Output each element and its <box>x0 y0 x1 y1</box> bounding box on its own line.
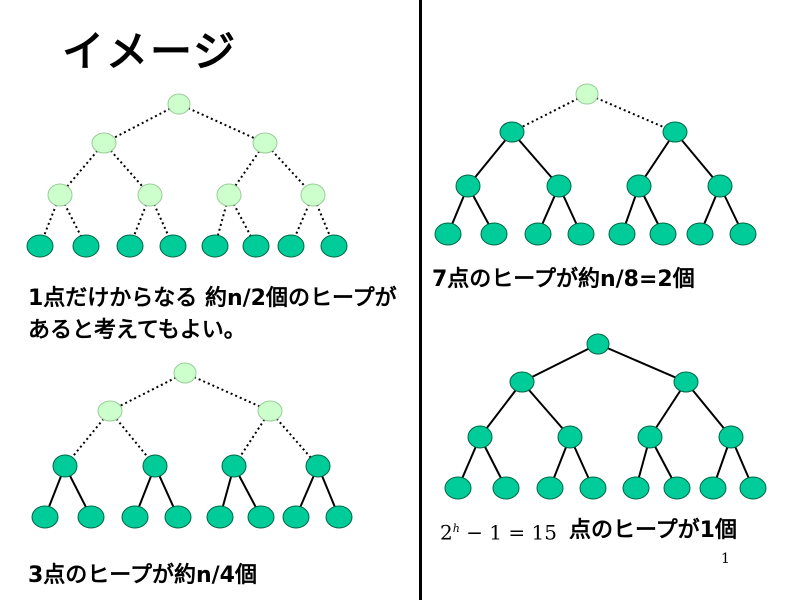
pending-node <box>173 362 197 384</box>
pending-node <box>167 93 191 115</box>
heap-node <box>77 505 105 529</box>
heap-node <box>164 505 192 529</box>
tree-7-point-heaps <box>434 83 757 246</box>
heap-edge <box>521 343 599 383</box>
heap-node <box>546 174 572 198</box>
heap-node <box>663 476 691 500</box>
heap-node <box>707 174 733 198</box>
vertical-divider <box>419 0 422 600</box>
heap-node <box>492 476 520 500</box>
pending-node <box>97 400 123 422</box>
pending-node <box>575 83 599 105</box>
heap-node <box>72 234 100 258</box>
heap-node <box>557 425 583 449</box>
heap-node <box>649 222 677 246</box>
caption-fifteen-text: 点のヒープが1個 <box>568 517 737 543</box>
heap-node <box>509 371 535 393</box>
heap-edge <box>511 131 560 187</box>
heap-node <box>434 222 462 246</box>
pending-node <box>91 132 117 154</box>
heap-node <box>455 174 481 198</box>
heap-node <box>221 454 247 478</box>
heap-node <box>686 222 714 246</box>
heap-node <box>467 425 493 449</box>
caption-three-point-heaps: 3点のヒープが約n/4個 <box>28 563 257 588</box>
pending-edge <box>214 194 230 247</box>
heap-node <box>201 234 229 258</box>
caption-fifteen-point-heap: 2h − 1 = 15 点のヒープが1個 <box>440 513 737 549</box>
heap-node <box>444 476 472 500</box>
heap-node <box>116 234 144 258</box>
heap-node <box>305 454 331 478</box>
heap-node <box>729 222 757 246</box>
heap-node <box>699 476 727 500</box>
pending-edge <box>64 410 111 467</box>
heap-node <box>524 222 552 246</box>
heap-node <box>242 234 270 258</box>
heap-node <box>325 505 353 529</box>
pending-node <box>216 183 242 207</box>
pending-node <box>300 183 326 207</box>
heap-node <box>159 234 187 258</box>
heap-node <box>718 425 744 449</box>
heap-node <box>586 333 610 355</box>
tree-15-point-heap <box>444 333 767 500</box>
pending-edge <box>109 410 156 467</box>
heap-node <box>499 121 525 143</box>
pending-edge <box>103 142 151 196</box>
heap-node <box>536 476 564 500</box>
slide-title: イメージ <box>62 27 238 76</box>
formula-2h-minus-1: 2h − 1 = 15 <box>440 520 557 545</box>
pending-node <box>257 400 283 422</box>
heap-node <box>622 476 650 500</box>
heap-node <box>739 476 767 500</box>
heap-node <box>626 174 652 198</box>
pending-node <box>137 183 163 207</box>
pending-edge <box>586 93 676 133</box>
heap-node <box>26 234 54 258</box>
heap-node <box>282 505 310 529</box>
heap-node <box>247 505 275 529</box>
heap-node <box>567 222 595 246</box>
pending-edge <box>178 103 266 144</box>
heap-node <box>142 454 168 478</box>
tree-1-point-heaps <box>26 93 348 258</box>
heap-edge <box>597 343 687 383</box>
heap-node <box>579 476 607 500</box>
heap-node <box>673 371 699 393</box>
pending-node <box>252 132 278 154</box>
caption-one-point-heaps: 1点だけからなる 約n/2個のヒープがあると考えてもよい。 <box>28 286 397 343</box>
pending-edge <box>269 410 319 467</box>
heap-node <box>662 121 688 143</box>
heap-node <box>277 234 305 258</box>
heap-node <box>480 222 508 246</box>
heap-node <box>121 505 149 529</box>
heap-node <box>31 505 59 529</box>
pending-edge <box>109 372 186 412</box>
heap-node <box>608 222 636 246</box>
tree-3-point-heaps <box>31 362 353 529</box>
heap-edge <box>521 381 571 438</box>
page-number: 1 <box>721 551 730 567</box>
heap-node <box>320 234 348 258</box>
pending-edge <box>511 93 588 133</box>
pending-edge <box>264 142 314 196</box>
heap-node <box>52 454 78 478</box>
pending-edge <box>184 372 271 412</box>
pending-node <box>47 183 73 207</box>
caption-seven-point-heaps: 7点のヒープが約n/8=2個 <box>432 267 695 292</box>
heap-node <box>206 505 234 529</box>
heap-node <box>637 425 663 449</box>
pending-edge <box>103 103 180 144</box>
